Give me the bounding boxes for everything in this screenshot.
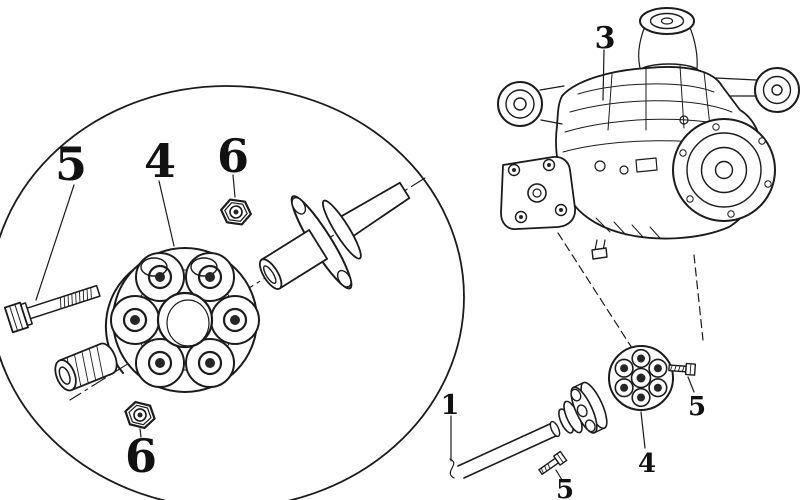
shaft-break-squiggle (449, 458, 455, 479)
leader-bolt-shaft-right (687, 376, 695, 393)
leader-flex-disc-shaft (640, 411, 646, 449)
differential-bottom-bolt (591, 239, 608, 260)
flex-disc-face-bushings (614, 348, 668, 408)
flex-disc-bushings (110, 252, 260, 388)
callout-nut-lower: 6 (125, 429, 157, 483)
differential-side-cover (672, 118, 776, 222)
spacer-bushing (54, 342, 118, 392)
callout-bolt-shaft-right: 5 (688, 392, 706, 422)
driveshaft-assembly (449, 381, 608, 479)
differential-ribs (562, 65, 757, 153)
callout-driveshaft: 1 (441, 390, 460, 421)
bolt-small-lower (538, 450, 568, 476)
leader-nut-lower (139, 428, 142, 438)
leader-differential (602, 49, 605, 101)
detail-circle (0, 85, 465, 500)
flex-disc-angled (570, 381, 608, 434)
differential-right-flange (754, 67, 800, 113)
callout-flex-disc-shaft: 4 (638, 449, 656, 479)
leader-bolt-detail (35, 184, 75, 301)
flex-disc-large (104, 247, 260, 393)
callout-labels: 5 4 6 6 3 1 4 5 5 (55, 21, 706, 500)
leader-flex-disc-detail (158, 180, 175, 247)
differential-mount-bracket (500, 156, 576, 230)
driveshaft-tube (458, 423, 558, 478)
reference-dashed-line-left (557, 232, 633, 349)
callout-bolt-detail: 5 (55, 137, 87, 191)
bolt-small-right (668, 362, 697, 376)
hex-bolt-large (3, 284, 101, 334)
callout-differential: 3 (595, 21, 616, 56)
callout-bolt-shaft-lower: 5 (556, 475, 574, 500)
differential-assembly (497, 7, 800, 260)
callout-flex-disc-detail: 4 (144, 134, 176, 188)
leader-nut-upper (232, 174, 236, 198)
reference-dashed-line-right (693, 254, 704, 341)
leader-bolt-shaft-lower (555, 469, 563, 481)
hex-nut-upper (220, 198, 252, 226)
differential-left-flange (497, 81, 565, 127)
drive-flange-yoke (258, 181, 411, 290)
callout-nut-upper: 6 (217, 129, 249, 183)
hex-nut-lower (124, 400, 156, 430)
flex-disc-face (608, 345, 674, 411)
leader-lines (35, 49, 695, 481)
